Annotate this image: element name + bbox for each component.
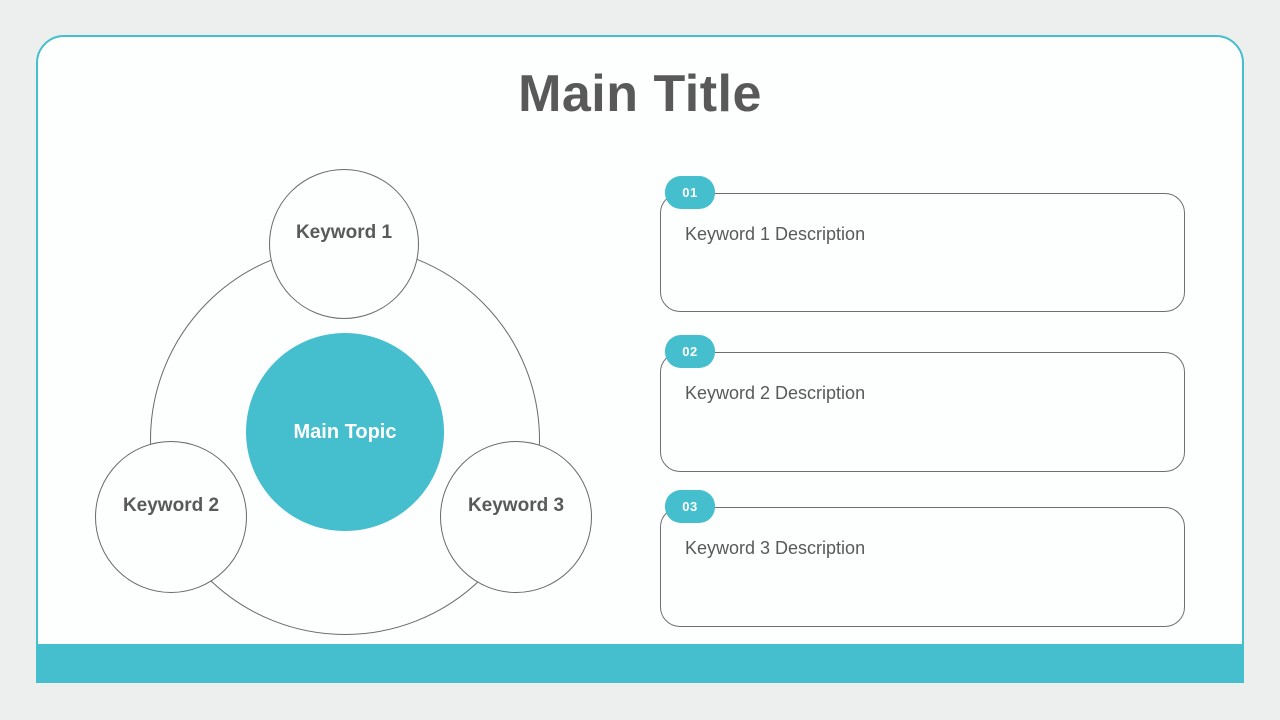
keyword-1-circle: Keyword 1 <box>269 169 419 319</box>
keyword-2-circle: Keyword 2 <box>95 441 247 593</box>
number-badge-02: 02 <box>665 335 715 368</box>
description-box-2: 02 Keyword 2 Description <box>660 335 1185 472</box>
description-text-3: Keyword 3 Description <box>685 538 866 558</box>
description-text-2: Keyword 2 Description <box>685 383 866 403</box>
keyword-2-label: Keyword 2 <box>122 495 220 516</box>
keyword-3-label: Keyword 3 <box>467 495 565 516</box>
number-badge-03: 03 <box>665 490 715 523</box>
description-box-3: 03 Keyword 3 Description <box>660 490 1185 627</box>
keyword-1-label: Keyword 1 <box>295 222 393 243</box>
main-topic-circle: Main Topic <box>246 333 444 531</box>
description-text-1: Keyword 1 Description <box>685 224 866 244</box>
number-badge-01: 01 <box>665 176 715 209</box>
slide-card: Main Title Keyword 1 Keyword 2 Keyword 3… <box>36 35 1244 683</box>
cycle-diagram: Keyword 1 Keyword 2 Keyword 3 Main Topic <box>38 37 658 681</box>
description-box-1: 01 Keyword 1 Description <box>660 176 1185 312</box>
slide-title: Main Title <box>518 65 762 123</box>
main-topic-label: Main Topic <box>293 420 397 443</box>
keyword-3-circle: Keyword 3 <box>440 441 592 593</box>
bottom-accent-bar <box>38 644 1242 681</box>
